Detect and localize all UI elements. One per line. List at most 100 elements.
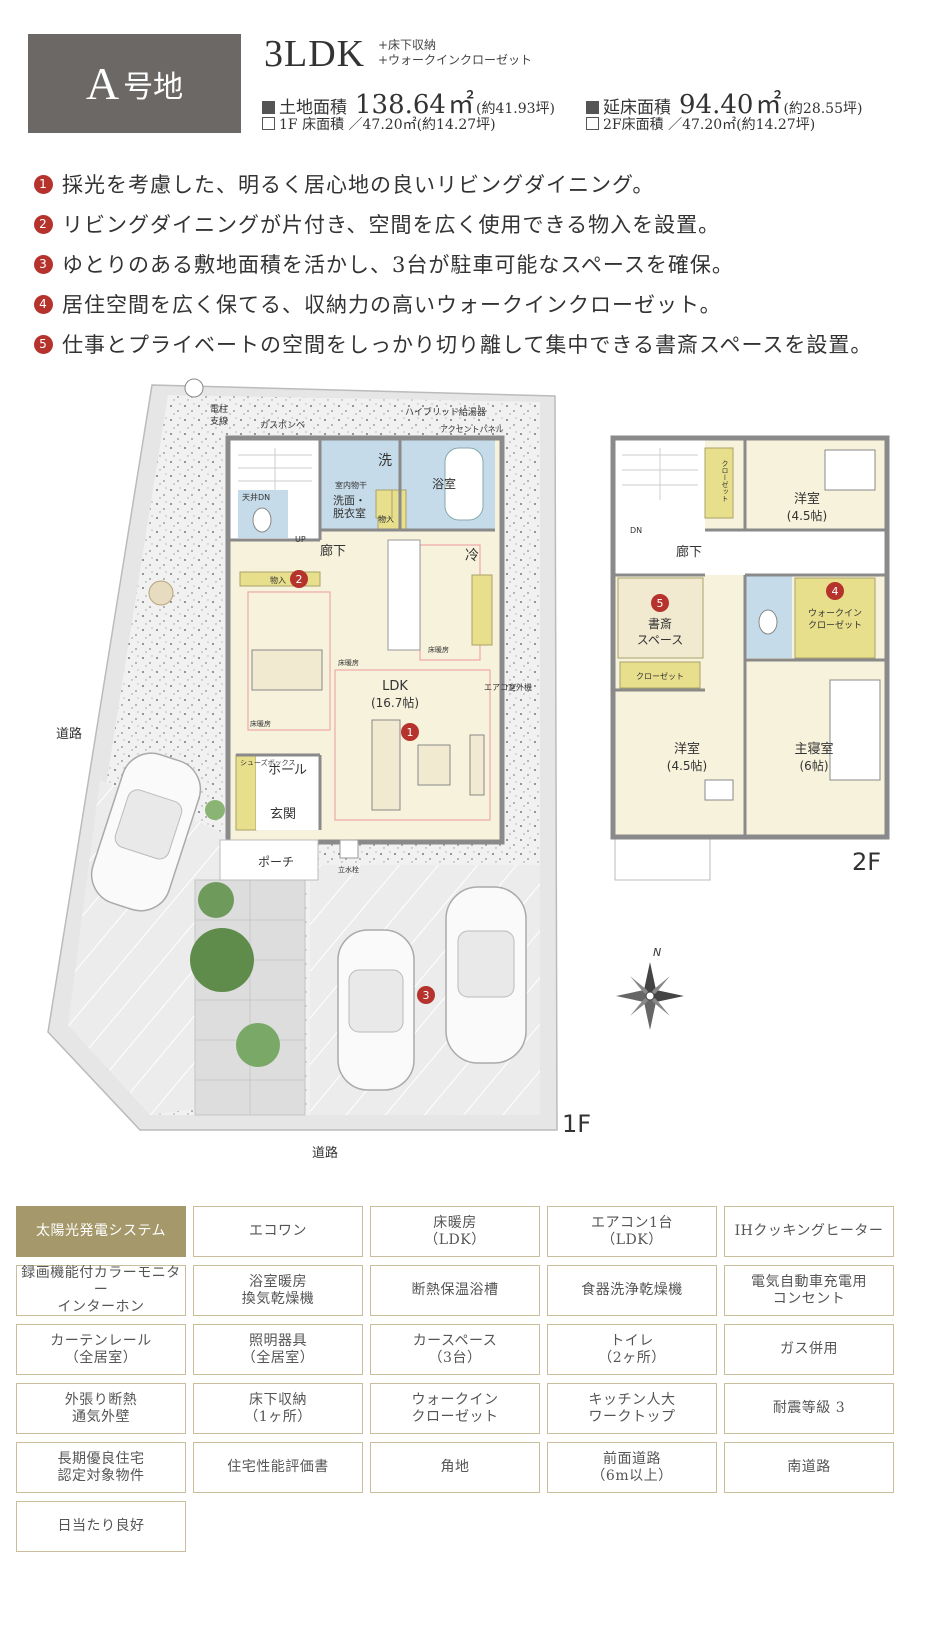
open-square-icon [586, 117, 599, 130]
kitchen-storage [471, 574, 493, 646]
indoor-drying-label: 室内物干 [335, 480, 367, 490]
tv-stand-icon [469, 734, 485, 796]
labels-2f: DN クローゼット 洋室 (4.5帖) 廊下 書斎 スペース ウォークイン クロ… [630, 460, 881, 876]
equipment-tag: 照明器具 （全居室） [193, 1324, 363, 1375]
ldk-label: LDK [382, 679, 408, 694]
house-2f-outer-wall [610, 435, 890, 840]
svg-text:1: 1 [407, 726, 414, 739]
aircon-label: エアコン [484, 683, 516, 692]
open-square-icon [262, 117, 275, 130]
floor-plan-svg: 2 1 3 電柱 支線 ガスボンベ ハイブリッド給湯器 アクセントパネル 洗 室… [47, 378, 890, 1161]
house-1f-inner-walls [230, 440, 495, 830]
study-space-label: スペース [637, 633, 684, 647]
equipment-tag: 日当たり良好 [16, 1501, 186, 1552]
wic-label-2: クローゼット [808, 619, 862, 631]
equipment-tag: 住宅性能評価書 [193, 1442, 363, 1493]
equipment-tag: キッチン人大 ワークトップ [547, 1383, 717, 1434]
road-side-label: 道路 [56, 726, 82, 742]
entrance-label: 玄関 [270, 807, 296, 822]
shrubs [190, 800, 280, 1067]
ldk-size-label: (16.7帖) [371, 695, 419, 710]
equipment-tag: 床暖房 （LDK） [370, 1206, 540, 1257]
plan-number-badges-2f: 5 4 [651, 582, 844, 612]
closet-top [704, 447, 734, 519]
floor-heating-zone-2 [334, 669, 491, 821]
lot-letter: A [85, 58, 120, 109]
storage-bar-label: 物入 [270, 575, 286, 585]
equipment-tag: 角地 [370, 1442, 540, 1493]
feature-text: 採光を考慮した、明るく居心地の良いリビングダイニング。 [62, 173, 655, 197]
equipment-tag: カーテンレール （全居室） [16, 1324, 186, 1375]
floor-heating-label-2: 床暖房 [428, 645, 449, 654]
bathtub-icon [444, 447, 484, 521]
house-1f [219, 435, 505, 881]
equipment-tag: エコワン [193, 1206, 363, 1257]
gas-cylinder-label: ガスボンベ [260, 420, 305, 431]
equipment-tag: 食器洗浄乾燥機 [547, 1265, 717, 1316]
floor2-area-text: 2F床面積 ／47.20㎡(約14.27坪) [603, 117, 816, 133]
house-2f [610, 435, 890, 881]
equipment-tag: カースペース （3台） [370, 1324, 540, 1375]
western-room-2-label: 洋室 [674, 741, 700, 757]
bathroom-label: 浴室 [432, 476, 456, 491]
feature-number-badge: 5 [34, 334, 53, 354]
stair-lines [238, 448, 312, 490]
western-room-1-label: 洋室 [794, 491, 820, 507]
compass-n-label: N [653, 946, 661, 959]
coffee-table-icon [417, 744, 451, 786]
sofa-icon [371, 719, 401, 811]
closet-mid [619, 661, 701, 689]
accent-panel-label: アクセントパネル [440, 425, 504, 434]
hybrid-heater-label: ハイブリッド給湯器 [405, 406, 486, 418]
floor-plan: 2 1 3 電柱 支線 ガスボンベ ハイブリッド給湯器 アクセントパネル 洗 室… [0, 360, 950, 1184]
plan-suffix: +床下収納 +ウォークインクローゼット [378, 38, 532, 68]
filled-square-icon [262, 101, 275, 114]
toilet-2f-icon [758, 609, 778, 635]
up-label: UP [295, 535, 306, 544]
lot-suffix: 号地 [123, 69, 184, 105]
equipment-tag: 浴室暖房 換気乾燥機 [193, 1265, 363, 1316]
equipment-tag: トイレ （2ヶ所） [547, 1324, 717, 1375]
storage-small-label: 物入 [378, 514, 394, 524]
car-right-icon [445, 886, 527, 1064]
feature-number-badge: 4 [34, 294, 53, 314]
road-bottom-label: 道路 [312, 1145, 338, 1161]
total-floor-label: 延床面積 [603, 98, 671, 118]
plan-number-badges-1f: 2 1 3 [290, 570, 435, 1004]
equipment-tag: 長期優良住宅 認定対象物件 [16, 1442, 186, 1493]
master-bedroom-label: 主寝室 [794, 741, 833, 757]
land-area-label: 土地面積 [279, 98, 347, 118]
manhole-icon [148, 580, 174, 606]
total-floor-tsubo: (約28.55坪) [783, 101, 863, 117]
closet-top-label: クローゼット [721, 460, 729, 502]
wash-label: 洗 [378, 453, 392, 469]
compass-icon: N [616, 946, 684, 1030]
svg-text:4: 4 [832, 585, 839, 598]
western-room-2-size-label: (4.5帖) [667, 758, 707, 773]
equipment-tag-grid: 太陽光発電システムエコワン床暖房 （LDK）エアコン1台 （LDK）IHクッキン… [16, 1206, 934, 1552]
svg-text:2: 2 [296, 573, 303, 586]
desk-icon [704, 779, 734, 801]
land-area-tsubo: (約41.93坪) [476, 101, 556, 117]
feature-text: ゆとりのある敷地面積を活かし、3台が駐車可能なスペースを確保。 [62, 253, 734, 277]
dining-table-icon [251, 649, 323, 691]
entrance-hall-floor [256, 755, 320, 830]
equipment-tag: 太陽光発電システム [16, 1206, 186, 1257]
hallway-1f-label: 廊下 [320, 543, 346, 559]
total-floor-value: 94.40 [679, 90, 754, 120]
stair-2f-lines [622, 448, 698, 500]
pole-label: 電柱 [210, 403, 228, 415]
master-bedroom-size-label: (6帖) [800, 758, 829, 773]
house-1f-outer-wall [225, 435, 505, 845]
toilet-icon [252, 507, 272, 533]
feature-text: リビングダイニングが片付き、空間を広く使用できる物入を設置。 [62, 213, 721, 237]
labels-1f: 電柱 支線 ガスボンベ ハイブリッド給湯器 アクセントパネル 洗 室内物干 洗面… [56, 403, 591, 1161]
pole-support-label: 支線 [210, 415, 228, 427]
equipment-tag: 耐震等級 3 [724, 1383, 894, 1434]
ceiling-dn-label: 天井DN [242, 492, 270, 502]
